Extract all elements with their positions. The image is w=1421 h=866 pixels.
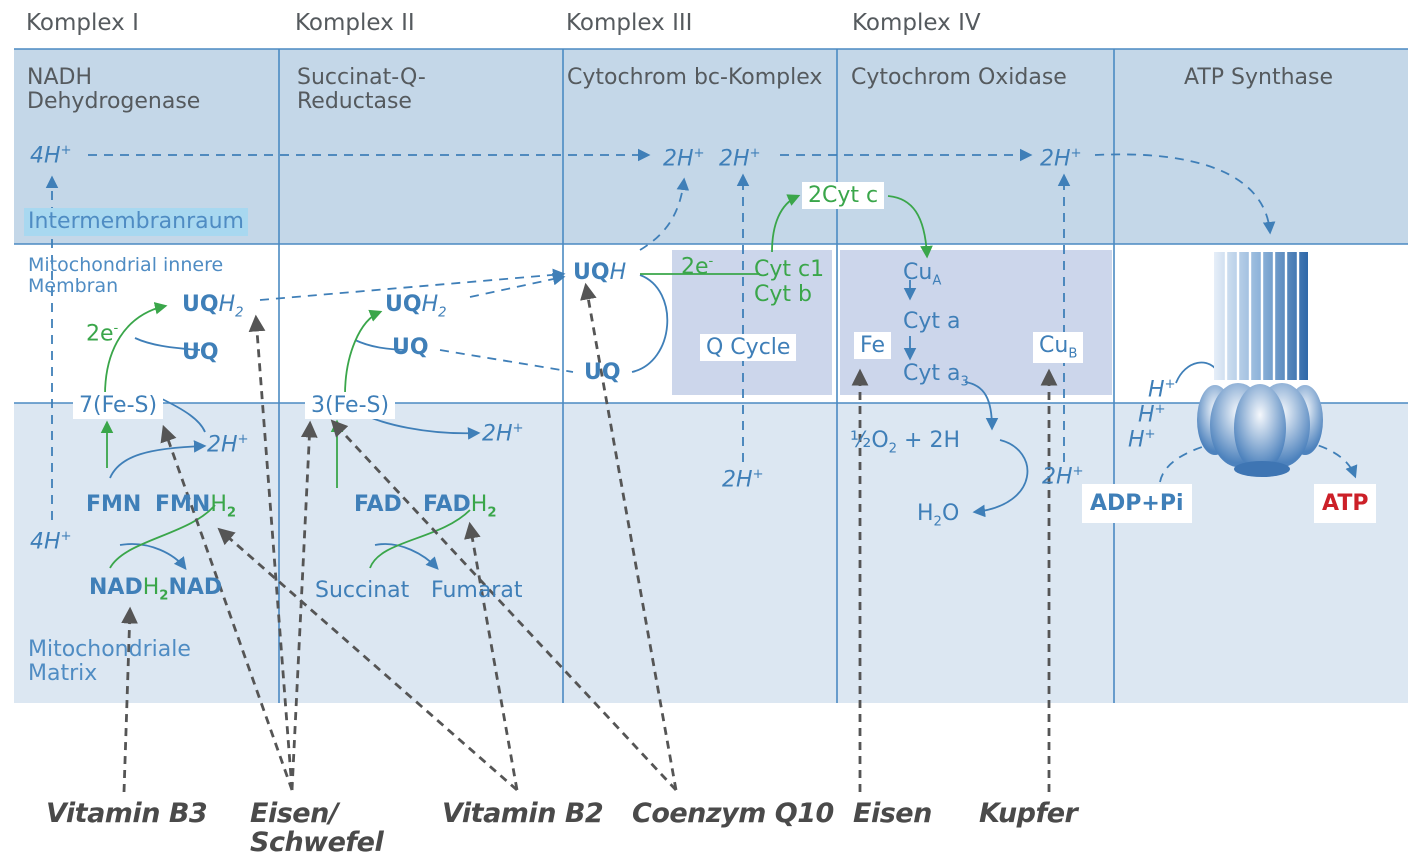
label-inner-membrane: Mitochondrial innere Membran (28, 255, 223, 297)
proton-2h-c3-left: 2H+ (663, 146, 705, 172)
nadh2-nad: NADH2NAD (89, 575, 223, 604)
fad: FAD (354, 492, 402, 517)
water: H2O (917, 501, 960, 530)
cyt-a: Cyt a (903, 309, 961, 334)
oxygen-reaction: ½O2 + 2H (850, 428, 960, 457)
title-complex-1-line1: NADH (27, 65, 92, 90)
label-matrix-line2: Matrix (28, 661, 98, 687)
proton-2h-c3-matrix: 2H+ (722, 467, 764, 493)
nutrient-coenzym-q10: Coenzym Q10 (632, 798, 834, 829)
proton-2h-c3-right: 2H+ (719, 146, 761, 172)
fe-label: Fe (854, 332, 891, 360)
header-komplex-4: Komplex IV (852, 10, 981, 36)
cyt-b: Cyt b (754, 282, 812, 307)
electrons-c3: 2e- (681, 254, 714, 280)
fes-c1: 7(Fe-S) (73, 392, 164, 420)
matrix-band (14, 403, 1408, 703)
fmnh2: FMNH2 (155, 492, 237, 521)
complex4-box (840, 250, 1112, 395)
fadh2: FADH2 (423, 492, 497, 521)
uqh2-c2: UQH2 (385, 292, 447, 321)
atp-synthase-graphic (1197, 252, 1323, 477)
fmn: FMN (86, 492, 142, 517)
adp-pi: ADP+Pi (1082, 484, 1192, 524)
title-complex-2-line1: Succinat-Q- (297, 65, 426, 90)
title-complex-1: NADH Dehydrogenase (27, 66, 200, 114)
nutrient-eisen-schwefel-line2: Schwefel (250, 826, 384, 858)
proton-2h-c4-top: 2H+ (1040, 146, 1082, 172)
nutrient-vitamin-b3: Vitamin B3 (46, 798, 208, 829)
proton-2h-c2-matrix: 2H+ (482, 421, 524, 447)
cyt-c1: Cyt c1 (754, 257, 825, 282)
header-komplex-1: Komplex I (26, 10, 139, 36)
label-inner-membrane-line2: Membran (28, 274, 119, 297)
proton-4h-bottom: 4H+ (30, 529, 72, 555)
label-matrix: Mitochondriale Matrix (28, 637, 191, 687)
q-cycle-label: Q Cycle (700, 334, 797, 362)
nutrient-eisen: Eisen (853, 798, 932, 829)
fes-c2: 3(Fe-S) (305, 392, 396, 420)
proton-h-atp-2: H+ (1138, 402, 1166, 428)
electrons-c1: 2e- (86, 321, 119, 347)
title-complex-2-line2: Reductase (297, 88, 412, 114)
cu-a: CuA (903, 260, 942, 289)
uqh2-c1: UQH2 (182, 292, 244, 321)
title-complex-2: Succinat-Q- Reductase (297, 66, 426, 114)
atp: ATP (1314, 484, 1377, 524)
title-complex-1-line2: Dehydrogenase (27, 88, 201, 114)
header-komplex-2: Komplex II (295, 10, 415, 36)
header-komplex-3: Komplex III (566, 10, 693, 36)
nutrient-eisen-schwefel: Eisen/ Schwefel (250, 798, 384, 858)
title-complex-4: Cytochrom Oxidase (851, 65, 1067, 90)
nutrient-vitamin-b2: Vitamin B2 (442, 798, 604, 829)
nutrient-kupfer: Kupfer (979, 798, 1078, 829)
fumarat: Fumarat (431, 578, 523, 603)
proton-4h-top: 4H+ (30, 143, 72, 169)
title-complex-5: ATP Synthase (1184, 65, 1334, 90)
label-intermembrane: Intermembranraum (24, 208, 248, 237)
succinat: Succinat (315, 578, 410, 603)
nutrient-eisen-schwefel-line1: Eisen/ (250, 798, 339, 829)
grid-lines (14, 48, 1408, 703)
uqh-c3: UQH (573, 260, 627, 285)
cyt-a3: Cyt a3 (903, 361, 969, 390)
uq-c3: UQ (584, 360, 621, 385)
proton-h-atp-1: H+ (1148, 377, 1176, 403)
cyt-c-carrier: 2Cyt c (802, 182, 885, 210)
uq-c1: UQ (182, 340, 219, 365)
cu-b: CuB (1033, 332, 1084, 364)
title-complex-3: Cytochrom bc-Komplex (567, 65, 823, 90)
label-matrix-line1: Mitochondriale (28, 637, 191, 662)
uq-c2: UQ (392, 335, 429, 360)
proton-h-atp-3: H+ (1128, 427, 1156, 453)
proton-2h-c1-matrix: 2H+ (207, 432, 249, 458)
label-inner-membrane-line1: Mitochondrial innere (28, 254, 224, 276)
proton-2h-c4-matrix: 2H+ (1042, 464, 1084, 490)
